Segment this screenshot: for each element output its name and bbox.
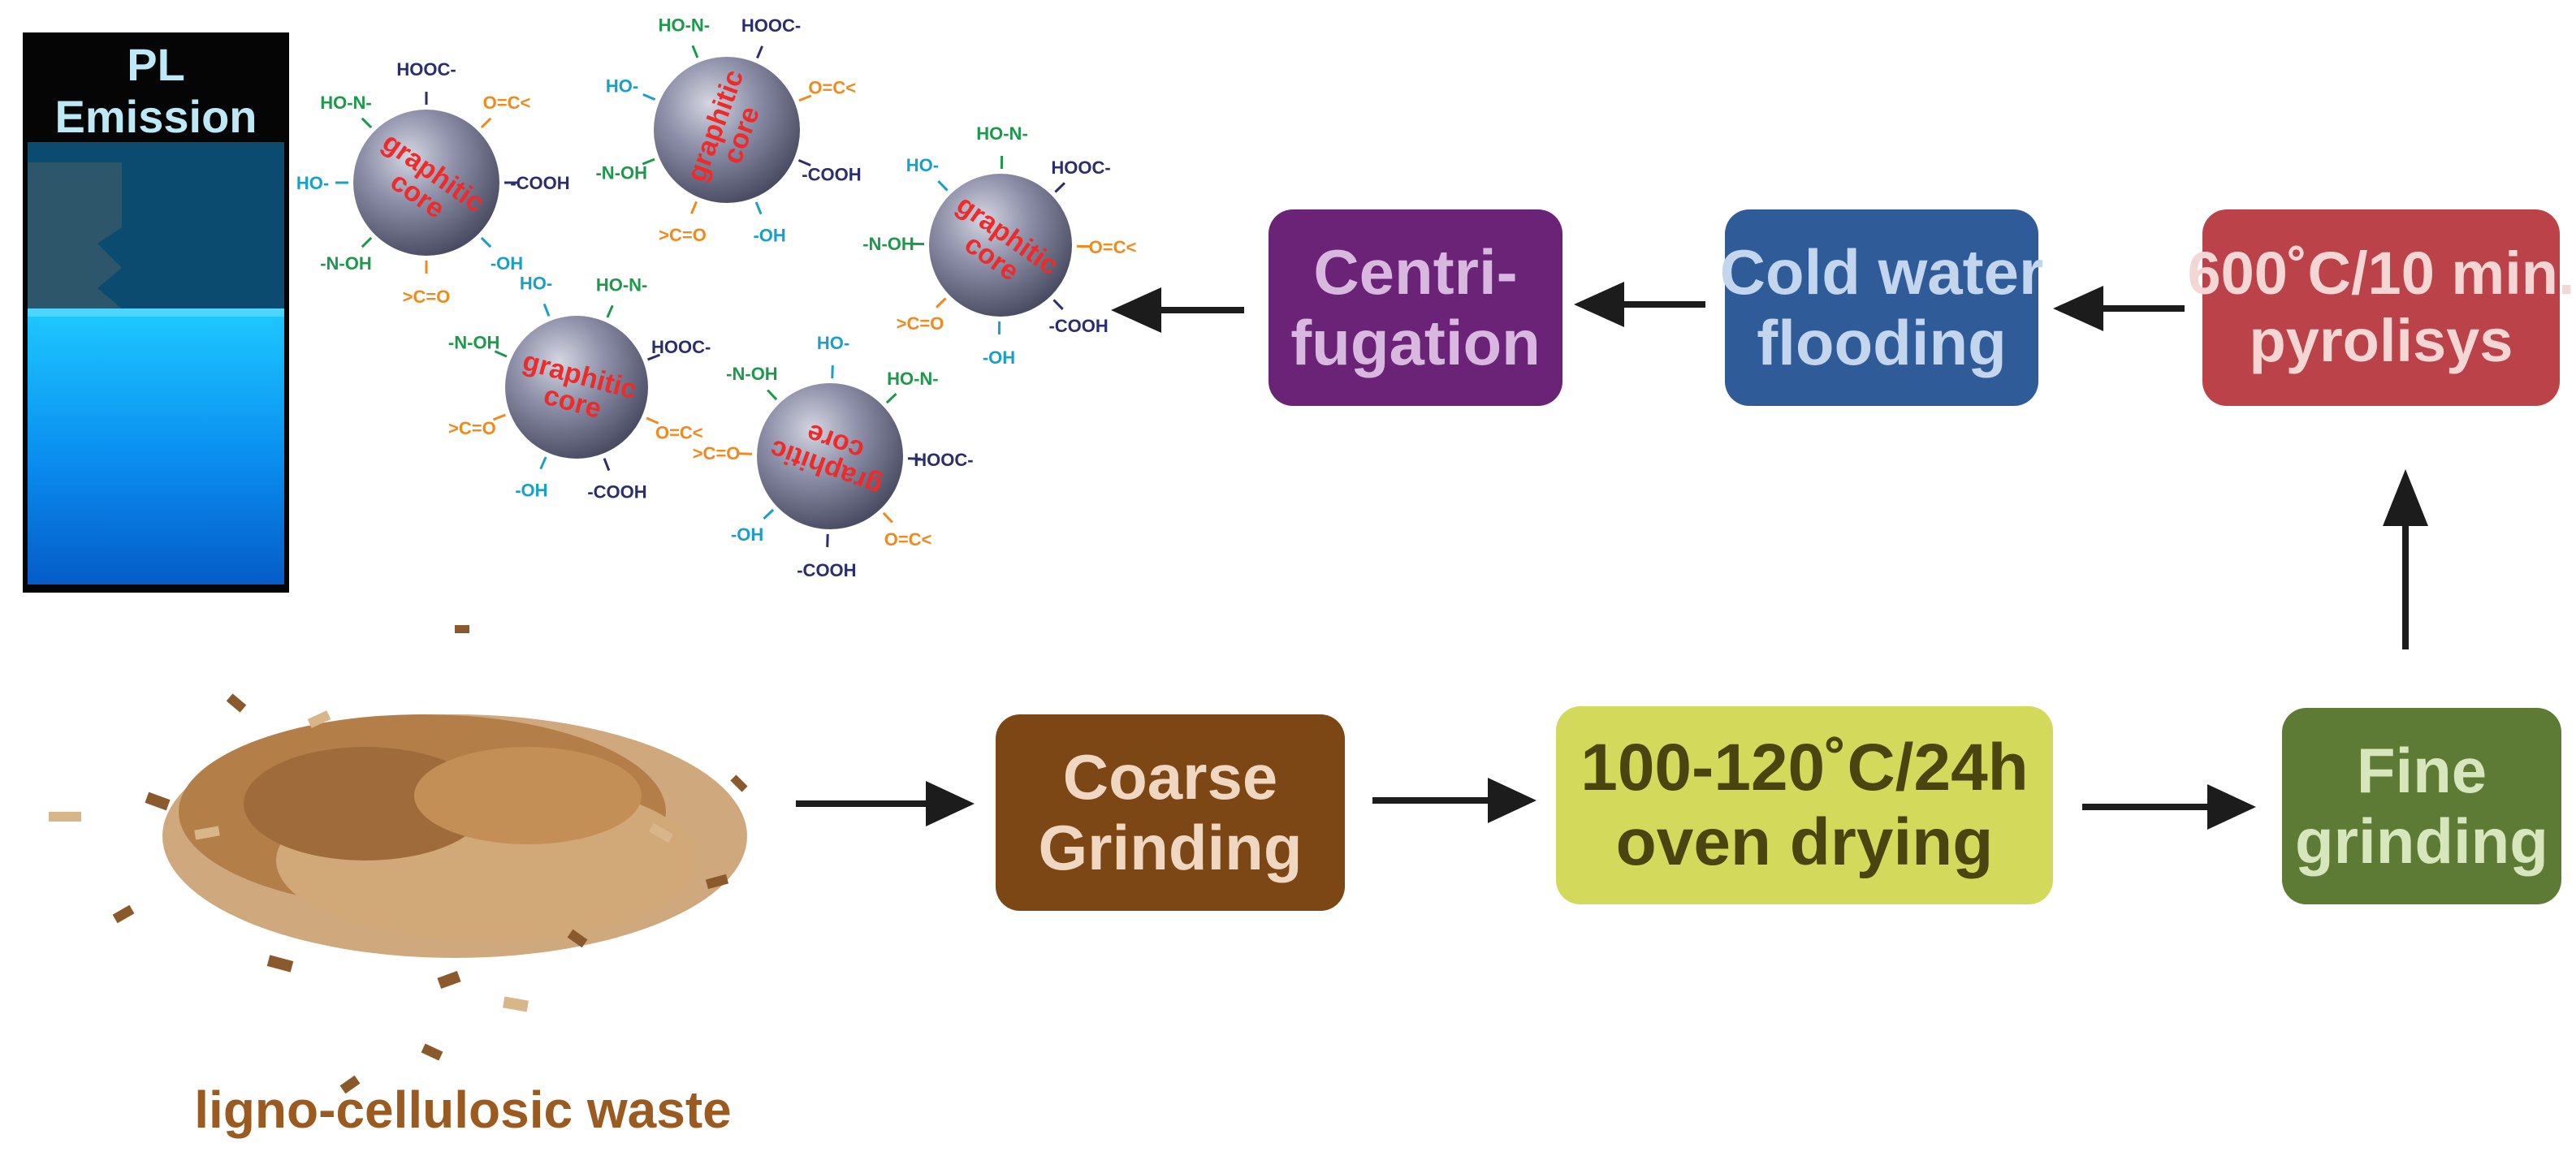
graphitic-core-particle: -COOH-OH>C=O-N-OHHO-HO-N-HOOC-O=C<graphi…	[595, 15, 861, 245]
functional-group-bond	[643, 94, 655, 99]
functional-group-bond	[757, 46, 762, 58]
functional-group-label: -OH	[515, 480, 547, 500]
functional-group-label: HO-	[817, 333, 849, 353]
functional-group-bond	[541, 457, 546, 469]
step-pyrolysis-line2: pyrolisys	[2250, 308, 2513, 375]
functional-group-label: -OH	[753, 226, 785, 246]
pl-emission-label-line2: Emission	[23, 91, 289, 143]
functional-group-bond	[607, 305, 612, 317]
functional-group-label: HOOC-	[741, 15, 801, 36]
graphitic-core-particle: -COOH-OH>C=O-N-OHHO-HO-N-HOOC-O=C<graphi…	[693, 333, 974, 580]
functional-group-bond	[938, 181, 947, 190]
step-centrifugation-line2: fugation	[1290, 308, 1541, 378]
step-fine-grinding-line2: grinding	[2295, 806, 2548, 877]
graphitic-core-particle: -COOH-OH>C=O-N-OHHO-HO-N-HOOC-O=C<graphi…	[448, 273, 711, 502]
functional-group-bond	[936, 298, 945, 307]
functional-group-bond	[482, 238, 491, 247]
functional-group-label: HO-N-	[596, 275, 648, 295]
step-fine-grinding-line1: Fine	[2357, 735, 2487, 806]
functional-group-bond	[362, 119, 371, 127]
step-cold-water-flooding: Cold water flooding	[1725, 209, 2038, 406]
functional-group-label: O=C<	[884, 529, 932, 550]
carbon-dot-particles: -COOH-OH>C=O-N-OHHO-HO-N-HOOC-O=C<graphi…	[296, 15, 1137, 580]
functional-group-label: O=C<	[808, 77, 856, 97]
functional-group-label: -N-OH	[726, 364, 778, 384]
functional-group-label: -COOH	[802, 165, 861, 185]
functional-group-label: HO-N-	[320, 93, 372, 113]
pl-emission-label: PL Emission	[23, 39, 289, 143]
step-pyrolysis: 600˚C/10 min. pyrolisys	[2202, 209, 2560, 406]
functional-group-bond	[1055, 183, 1064, 192]
functional-group-label: -COOH	[1048, 316, 1108, 336]
functional-group-label: HO-N-	[659, 15, 711, 35]
functional-group-label: HO-	[606, 75, 638, 96]
functional-group-label: -N-OH	[595, 163, 647, 183]
step-coarse-grinding: Coarse Grinding	[996, 714, 1345, 911]
functional-group-bond	[1053, 300, 1062, 308]
step-pyrolysis-line1: 600˚C/10 min.	[2187, 240, 2574, 308]
step-fine-grinding: Fine grinding	[2282, 708, 2561, 904]
functional-group-label: >C=O	[897, 313, 944, 334]
functional-group-bond	[884, 513, 893, 523]
graphitic-core-particle: -COOH-OH>C=O-N-OHHO-HO-N-HOOC-O=C<graphi…	[296, 59, 570, 307]
functional-group-label: O=C<	[483, 93, 531, 113]
functional-group-label: HO-N-	[887, 369, 939, 389]
functional-group-label: HOOC-	[1051, 157, 1110, 178]
functional-group-label: >C=O	[693, 443, 741, 464]
functional-group-bond	[767, 390, 776, 400]
functional-group-label: HO-	[520, 273, 552, 293]
functional-group-bond	[362, 238, 371, 247]
step-centrifugation: Centri- fugation	[1269, 209, 1562, 406]
functional-group-bond	[764, 510, 774, 519]
step-oven-drying-line1: 100-120˚C/24h	[1580, 731, 2029, 805]
step-oven-drying-line2: oven drying	[1616, 805, 1994, 880]
functional-group-label: -OH	[983, 347, 1015, 368]
functional-group-label: HOOC-	[651, 337, 711, 357]
functional-group-label: O=C<	[655, 423, 703, 443]
functional-group-label: HOOC-	[914, 450, 973, 470]
functional-group-bond	[693, 45, 698, 58]
wood-chips-pile	[49, 625, 748, 1094]
waste-caption: ligno-cellulosic waste	[106, 1080, 820, 1140]
functional-group-label: >C=O	[403, 287, 451, 307]
functional-group-label: O=C<	[1089, 237, 1137, 257]
functional-group-bond	[482, 119, 491, 127]
functional-group-label: -OH	[491, 253, 523, 274]
functional-group-bond	[887, 394, 897, 403]
functional-group-label: -COOH	[587, 482, 646, 503]
step-oven-drying: 100-120˚C/24h oven drying	[1556, 706, 2053, 904]
step-cold-water-line1: Cold water	[1720, 237, 2044, 308]
step-coarse-grinding-line1: Coarse	[1063, 742, 1277, 813]
step-centrifugation-line1: Centri-	[1313, 237, 1517, 308]
functional-group-label: HO-N-	[976, 123, 1028, 144]
functional-group-label: HO-	[296, 173, 329, 193]
step-cold-water-line2: flooding	[1757, 308, 2007, 378]
graphitic-core-particle: -COOH-OH>C=O-N-OHHO-HO-N-HOOC-O=C<graphi…	[862, 123, 1136, 368]
functional-group-label: -N-OH	[448, 332, 500, 352]
functional-group-label: -OH	[731, 524, 763, 545]
functional-group-label: -COOH	[797, 560, 856, 580]
functional-group-label: -N-OH	[862, 234, 914, 254]
functional-group-label: -COOH	[510, 173, 569, 193]
functional-group-bond	[756, 202, 761, 214]
functional-group-bond	[544, 304, 549, 316]
functional-group-label: -N-OH	[320, 253, 372, 274]
step-coarse-grinding-line2: Grinding	[1039, 813, 1303, 883]
functional-group-label: >C=O	[448, 418, 496, 438]
functional-group-bond	[691, 201, 696, 214]
functional-group-label: >C=O	[659, 225, 707, 245]
functional-group-bond	[604, 459, 609, 471]
functional-group-label: HO-	[906, 155, 939, 175]
pl-emission-label-line1: PL	[23, 39, 289, 91]
functional-group-label: HOOC-	[396, 59, 456, 80]
